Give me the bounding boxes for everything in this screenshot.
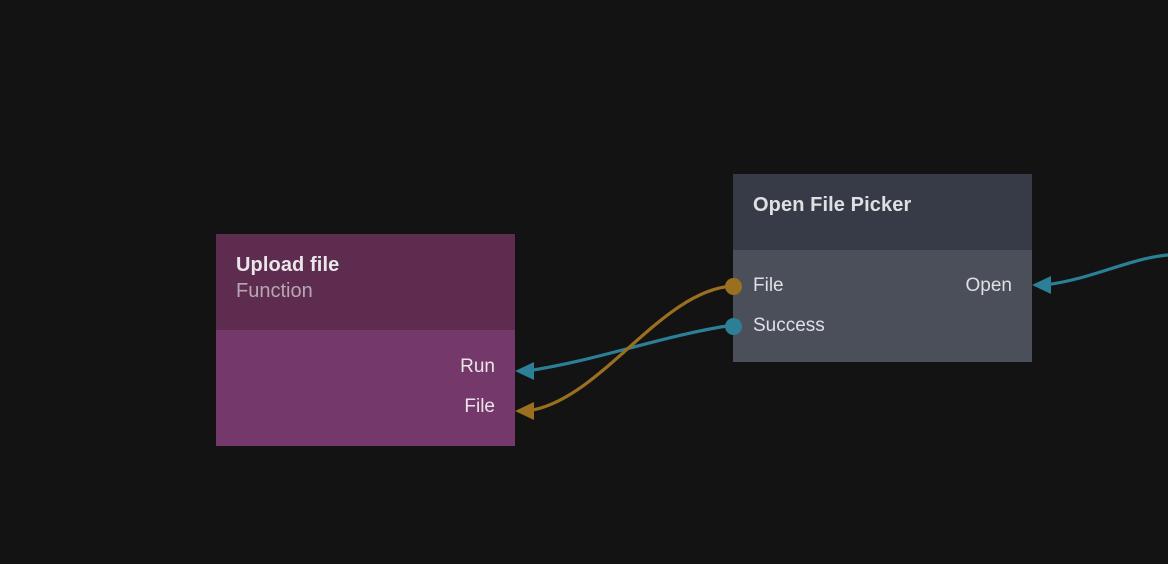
edge-arrow-run: [515, 362, 534, 380]
node-upload-file-subtitle: Function: [236, 280, 313, 302]
port-label-file-in: File: [753, 275, 784, 296]
edge-arrow-file: [515, 402, 534, 420]
port-label-success: Success: [753, 315, 825, 336]
node-open-file-picker[interactable]: Open File Picker File Success Open: [724, 174, 1032, 362]
port-label-run: Run: [460, 356, 495, 377]
edge-arrow-open: [1032, 276, 1051, 294]
node-open-file-picker-header[interactable]: Open File Picker: [733, 174, 1032, 250]
node-open-file-picker-body: File Success Open: [724, 250, 1032, 362]
node-upload-file-header[interactable]: Upload file Function: [216, 234, 515, 330]
node-open-file-picker-title: Open File Picker: [753, 194, 912, 216]
port-label-file-out: File: [464, 396, 495, 417]
edge-success-to-run: [525, 323, 735, 373]
port-row-open-file-picker-open[interactable]: Open: [966, 274, 1012, 298]
port-row-open-file-picker-success[interactable]: Success: [753, 314, 825, 338]
edge-file-to-file: [525, 284, 735, 413]
port-row-open-file-picker-file[interactable]: File: [753, 274, 784, 298]
port-dot-success-input[interactable]: [724, 318, 742, 335]
port-row-upload-file-file[interactable]: File: [464, 395, 495, 419]
port-row-upload-file-run[interactable]: Run: [460, 355, 495, 379]
node-upload-file-title: Upload file: [236, 254, 340, 276]
port-dot-file-input[interactable]: [724, 278, 742, 295]
node-upload-file[interactable]: Upload file Function Run File: [216, 234, 515, 446]
edge-external-to-open: [1042, 253, 1168, 287]
node-upload-file-body: Run File: [216, 330, 515, 446]
port-label-open: Open: [965, 275, 1012, 296]
